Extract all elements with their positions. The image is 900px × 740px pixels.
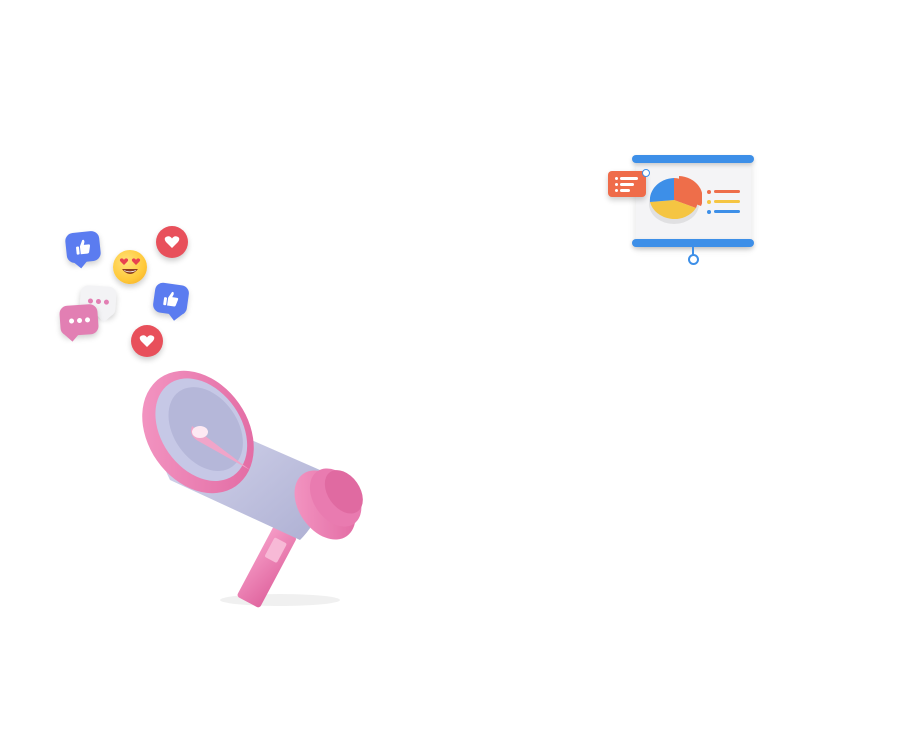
legend-line — [714, 190, 740, 193]
legend-dot — [707, 190, 711, 194]
heart-icon — [156, 226, 188, 258]
pie-chart-icon — [649, 176, 702, 224]
list-note-icon — [608, 171, 646, 197]
board-stand — [692, 247, 694, 255]
thumbs-up-icon — [64, 230, 102, 269]
presentation-board-icon — [606, 150, 758, 268]
chat-bubble-icon — [58, 303, 100, 342]
note-pin — [642, 169, 650, 177]
legend-dot — [707, 200, 711, 204]
board-bottom-rod — [632, 239, 754, 247]
legend-dot — [707, 210, 711, 214]
board-stand-ring — [688, 254, 699, 265]
thumbs-up-icon — [152, 281, 190, 321]
heart-icon — [131, 325, 163, 357]
board-top-rod — [632, 155, 754, 163]
legend-line — [714, 200, 740, 203]
legend-line — [714, 210, 740, 213]
megaphone-icon — [130, 360, 380, 620]
heart-eyes-emoji-icon — [113, 250, 147, 284]
